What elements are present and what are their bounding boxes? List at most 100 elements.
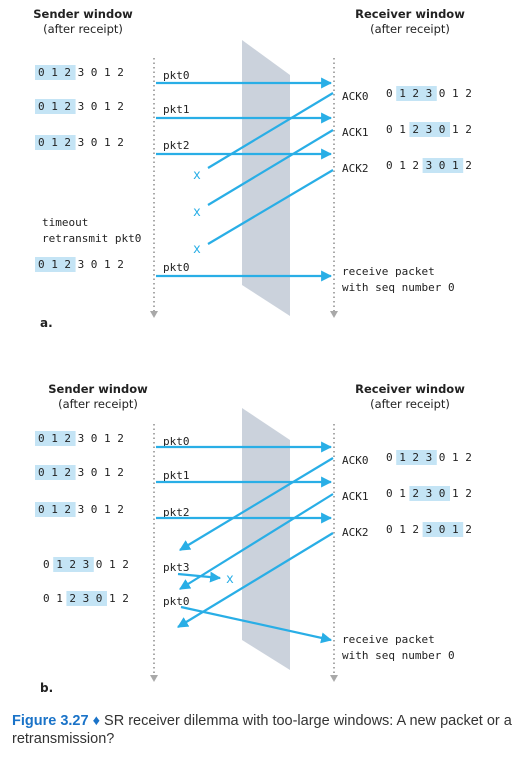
sender-seq-number: 3 — [83, 592, 90, 605]
sender-seq-number: 2 — [64, 66, 71, 79]
receiver-window-highlight — [396, 86, 437, 101]
panel-a-ack0-arrow — [207, 92, 334, 169]
sender-seq-number: 3 — [78, 466, 85, 479]
receiver-seq-number: 1 — [452, 159, 459, 172]
receiver-seq-number: 0 — [386, 451, 393, 464]
sender-seq-number: 0 — [38, 466, 45, 479]
panel-a-ack0-label: ACK0 — [342, 90, 369, 103]
panel-b-label: b. — [40, 681, 53, 695]
receiver-seq-number: 2 — [412, 523, 419, 536]
receiver-seq-number: 2 — [412, 451, 419, 464]
sender-seq-number: 2 — [64, 503, 71, 516]
sender-seq-number: 2 — [117, 432, 124, 445]
sender-seq-number: 1 — [51, 466, 58, 479]
panel-b-sender-subtitle: (after receipt) — [58, 397, 138, 411]
receiver-seq-number: 1 — [399, 123, 406, 136]
panel-a-packet-label-2: pkt1 — [163, 103, 190, 116]
panel-a-receive-line-1: receive packet — [342, 265, 435, 278]
panel-a-ack1-arrow — [207, 129, 334, 206]
sender-seq-number: 3 — [78, 100, 85, 113]
receiver-window-highlight — [409, 486, 450, 501]
panel-b-pkt0-delayed-arrow — [180, 605, 333, 644]
sender-seq-number: 3 — [78, 258, 85, 271]
panel-b-receiver-title: Receiver window — [355, 382, 465, 396]
receiver-seq-number: 2 — [465, 523, 472, 536]
sender-seq-number: 3 — [78, 503, 85, 516]
sender-seq-number: 1 — [51, 432, 58, 445]
panel-a-packet-label-1: pkt0 — [163, 69, 190, 82]
sender-seq-number: 2 — [69, 592, 76, 605]
receiver-seq-number: 2 — [465, 123, 472, 136]
panel-b-receive-line-1: receive packet — [342, 633, 435, 646]
figure-caption: Figure 3.27 ♦ SR receiver dilemma with t… — [12, 712, 512, 748]
sender-seq-number: 0 — [91, 136, 98, 149]
receiver-seq-number: 0 — [439, 159, 446, 172]
panel-b-packet-label-4: pkt3 — [163, 561, 190, 574]
receiver-seq-number: 0 — [386, 523, 393, 536]
sender-seq-number: 0 — [91, 432, 98, 445]
sender-seq-number: 1 — [104, 466, 111, 479]
sender-window-highlight — [35, 257, 76, 272]
panel-b-ack1-label: ACK1 — [342, 490, 369, 503]
receiver-seq-number: 1 — [452, 487, 459, 500]
receiver-seq-number: 2 — [412, 159, 419, 172]
receiver-seq-number: 1 — [452, 87, 459, 100]
receiver-seq-number: 2 — [412, 87, 419, 100]
panel-a-packet-label-4: pkt0 — [163, 261, 190, 274]
panel-b-lost-marker: x — [226, 572, 234, 587]
panel-b-packet-label-3: pkt2 — [163, 506, 190, 519]
receiver-window-highlight — [409, 122, 450, 137]
sender-seq-number: 2 — [117, 66, 124, 79]
panel-b-ack0-arrow — [179, 457, 334, 551]
sender-seq-number: 1 — [51, 258, 58, 271]
sender-seq-number: 1 — [104, 100, 111, 113]
panel-a-receiver-timeline-arrowhead — [330, 311, 338, 318]
sender-seq-number: 1 — [109, 558, 116, 571]
sender-window-highlight — [35, 431, 76, 446]
receiver-seq-number: 1 — [452, 451, 459, 464]
panel-b-ack2-label: ACK2 — [342, 526, 369, 539]
sender-seq-number: 1 — [104, 258, 111, 271]
receiver-seq-number: 2 — [412, 487, 419, 500]
receiver-seq-number: 1 — [452, 123, 459, 136]
panel-a-receive-line-2: with seq number 0 — [342, 281, 455, 294]
receiver-seq-number: 1 — [452, 523, 459, 536]
panel-a-lost-marker-2: x — [193, 205, 201, 220]
sender-seq-number: 2 — [117, 258, 124, 271]
panel-b-receiver-timeline-arrowhead — [330, 675, 338, 682]
receiver-seq-number: 3 — [426, 87, 433, 100]
sender-seq-number: 2 — [64, 136, 71, 149]
sender-seq-number: 1 — [104, 432, 111, 445]
sender-window-highlight — [35, 99, 76, 114]
receiver-seq-number: 1 — [399, 451, 406, 464]
receiver-seq-number: 1 — [399, 523, 406, 536]
sender-window-highlight — [66, 591, 107, 606]
receiver-seq-number: 3 — [426, 123, 433, 136]
panel-a-retransmit-label: retransmit pkt0 — [42, 232, 141, 245]
panel-b-receiver-subtitle: (after receipt) — [370, 397, 450, 411]
sender-seq-number: 1 — [104, 503, 111, 516]
panel-a-sender-timeline-arrowhead — [150, 311, 158, 318]
sender-seq-number: 1 — [51, 136, 58, 149]
sender-seq-number: 0 — [38, 66, 45, 79]
panel-b-ack2-arrow — [177, 532, 334, 628]
sender-seq-number: 1 — [109, 592, 116, 605]
sender-seq-number: 0 — [38, 432, 45, 445]
receiver-seq-number: 0 — [439, 451, 446, 464]
sender-seq-number: 2 — [69, 558, 76, 571]
panel-a-receiver-subtitle: (after receipt) — [370, 22, 450, 36]
sender-seq-number: 2 — [117, 100, 124, 113]
sender-seq-number: 1 — [51, 100, 58, 113]
receiver-seq-number: 1 — [399, 487, 406, 500]
panel-b-packet-label-1: pkt0 — [163, 435, 190, 448]
